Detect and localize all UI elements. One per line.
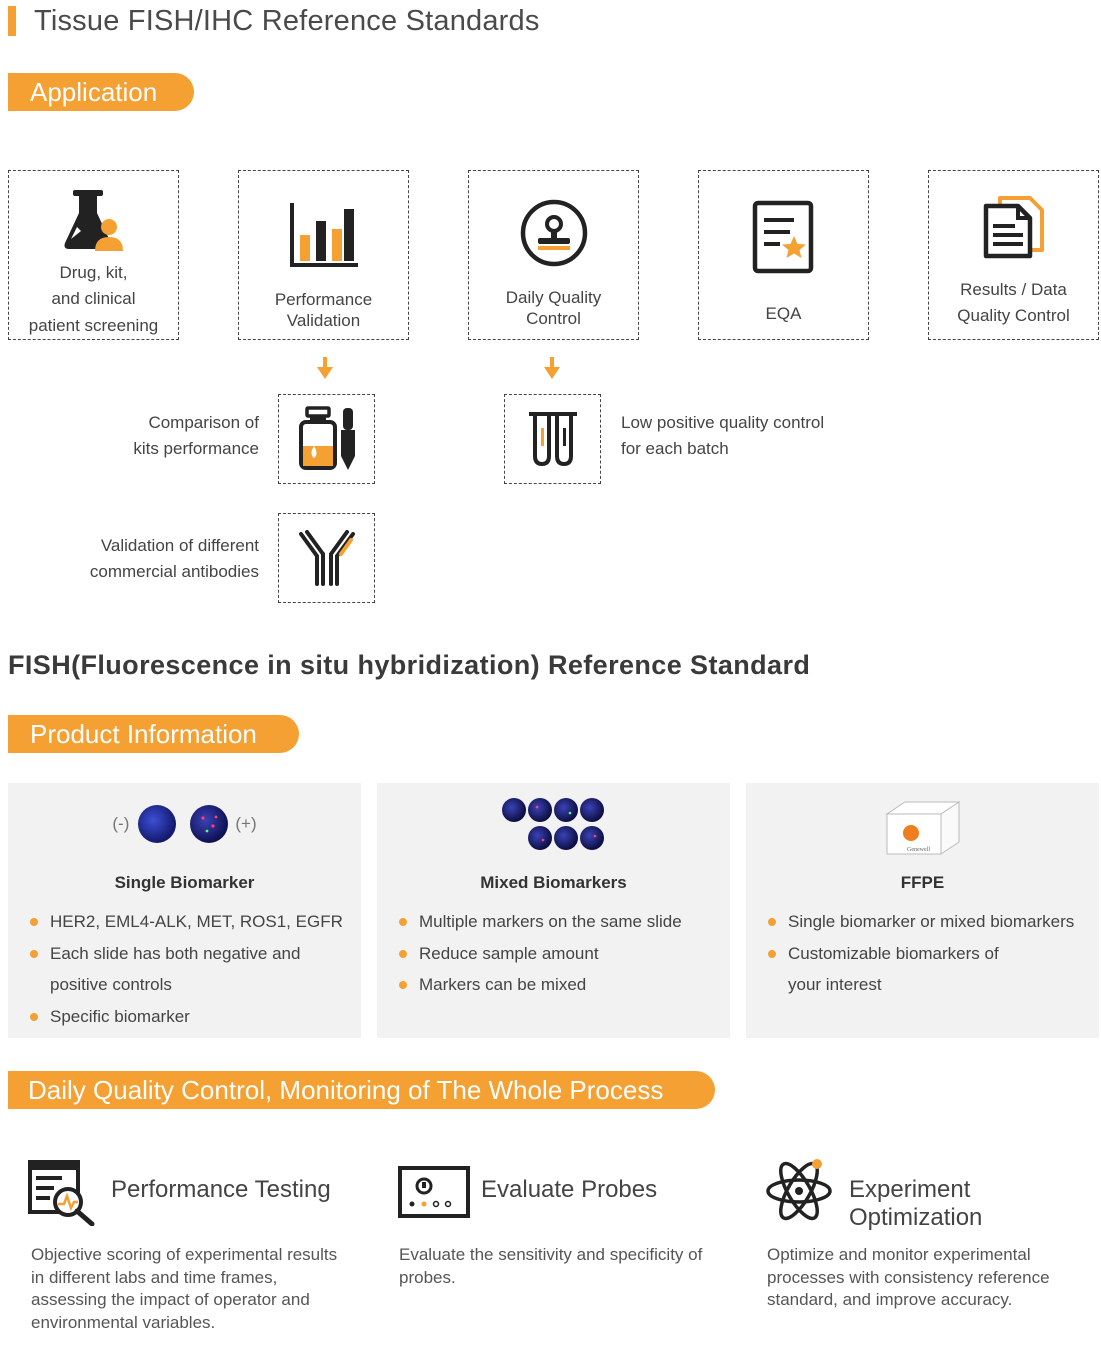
list-item: your interest: [788, 975, 882, 994]
stamp-icon: [518, 193, 590, 273]
feature-title: Performance Testing: [111, 1176, 331, 1203]
card-bullets: Single biomarker or mixed biomarkers Cus…: [768, 906, 1074, 1001]
app-item-drug-screening: Drug, kit, and clinical patient screenin…: [8, 170, 179, 340]
list-item: Markers can be mixed: [399, 969, 682, 1001]
app-item-eqa: EQA: [698, 170, 869, 340]
ffpe-block-image: Genewell: [746, 783, 1099, 865]
card-title: Mixed Biomarkers: [480, 873, 627, 892]
list-item: positive controls: [50, 975, 172, 994]
fish-section-title: FISH(Fluorescence in situ hybridization)…: [8, 650, 811, 680]
feature-description: Optimize and monitor experimental proces…: [767, 1245, 1050, 1309]
validation-antibodies-box: [278, 513, 375, 603]
card-title: FFPE: [900, 873, 945, 892]
box-brand-text: Genewell: [907, 847, 930, 853]
daily-qc-pill: Daily Quality Control, Monitoring of The…: [8, 1071, 715, 1109]
list-item: Customizable biomarkers of: [768, 938, 1074, 970]
app-item-daily-quality-control: Daily Quality Control: [468, 170, 639, 340]
feature-title: Experiment Optimization: [849, 1176, 983, 1231]
product-card-mixed-biomarkers: Mixed Biomarkers Multiple markers on the…: [377, 783, 730, 1038]
arrow-down-icon: [544, 357, 560, 379]
list-item: Multiple markers on the same slide: [399, 906, 682, 938]
negative-label: (-): [112, 814, 130, 833]
list-item: Each slide has both negative and: [30, 938, 343, 970]
comparison-kits-box: [278, 394, 375, 484]
app-item-results-data-qc: Results / Data Quality Control: [928, 170, 1099, 340]
product-information-pill: Product Information: [8, 715, 299, 753]
bar-chart-icon: [288, 195, 360, 275]
arrow-down-icon: [317, 357, 333, 379]
test-tubes-icon: [528, 412, 577, 467]
product-card-single-biomarker: (-) (+) Single Biomarker HER2, EML4-ALK,…: [8, 783, 361, 1038]
feature-description: Objective scoring of experimental result…: [31, 1245, 338, 1332]
application-pill: Application: [8, 73, 194, 111]
positive-label: (+): [235, 814, 257, 833]
low-positive-qc-box: [504, 394, 601, 484]
comparison-kits-label: Comparison of kits performance: [133, 413, 259, 458]
list-item: Single biomarker or mixed biomarkers: [768, 906, 1074, 938]
list-item: Reduce sample amount: [399, 938, 682, 970]
report-magnifier-icon: [28, 1160, 95, 1226]
feature-title: Evaluate Probes: [481, 1176, 658, 1203]
antibody-icon: [298, 530, 355, 586]
feature-description: Evaluate the sensitivity and specificity…: [399, 1245, 703, 1287]
card-bullets: HER2, EML4-ALK, MET, ROS1, EGFR Each sli…: [30, 906, 343, 1032]
neg-pos-cells-image: (-) (+): [8, 783, 361, 865]
atom-icon: [766, 1159, 832, 1221]
flask-person-icon: [59, 187, 129, 258]
reagent-bottle-dropper-icon: [298, 406, 355, 470]
low-positive-qc-label: Low positive quality control for each ba…: [621, 413, 825, 458]
negative-cell-image: [138, 805, 177, 843]
validation-antibodies-label: Validation of different commercial antib…: [89, 536, 259, 581]
probe-slide-icon: [398, 1166, 470, 1218]
documents-icon: [980, 187, 1048, 267]
list-item: Specific biomarker: [30, 1001, 343, 1033]
app-item-performance-validation: Performance Validation: [238, 170, 409, 340]
document-star-icon: [752, 197, 816, 277]
mixed-cells-image: [377, 783, 730, 865]
card-title: Single Biomarker: [114, 873, 255, 892]
title-accent-bar: [8, 6, 16, 36]
list-item: HER2, EML4-ALK, MET, ROS1, EGFR: [30, 906, 343, 938]
page-title-text: Tissue FISH/IHC Reference Standards: [34, 4, 540, 37]
positive-cell-image: [190, 805, 229, 843]
card-bullets: Multiple markers on the same slide Reduc…: [399, 906, 682, 1001]
product-card-ffpe: Genewell FFPE Single biomarker or mixed …: [746, 783, 1099, 1038]
page-title: Tissue FISH/IHC Reference Standards: [8, 4, 540, 38]
